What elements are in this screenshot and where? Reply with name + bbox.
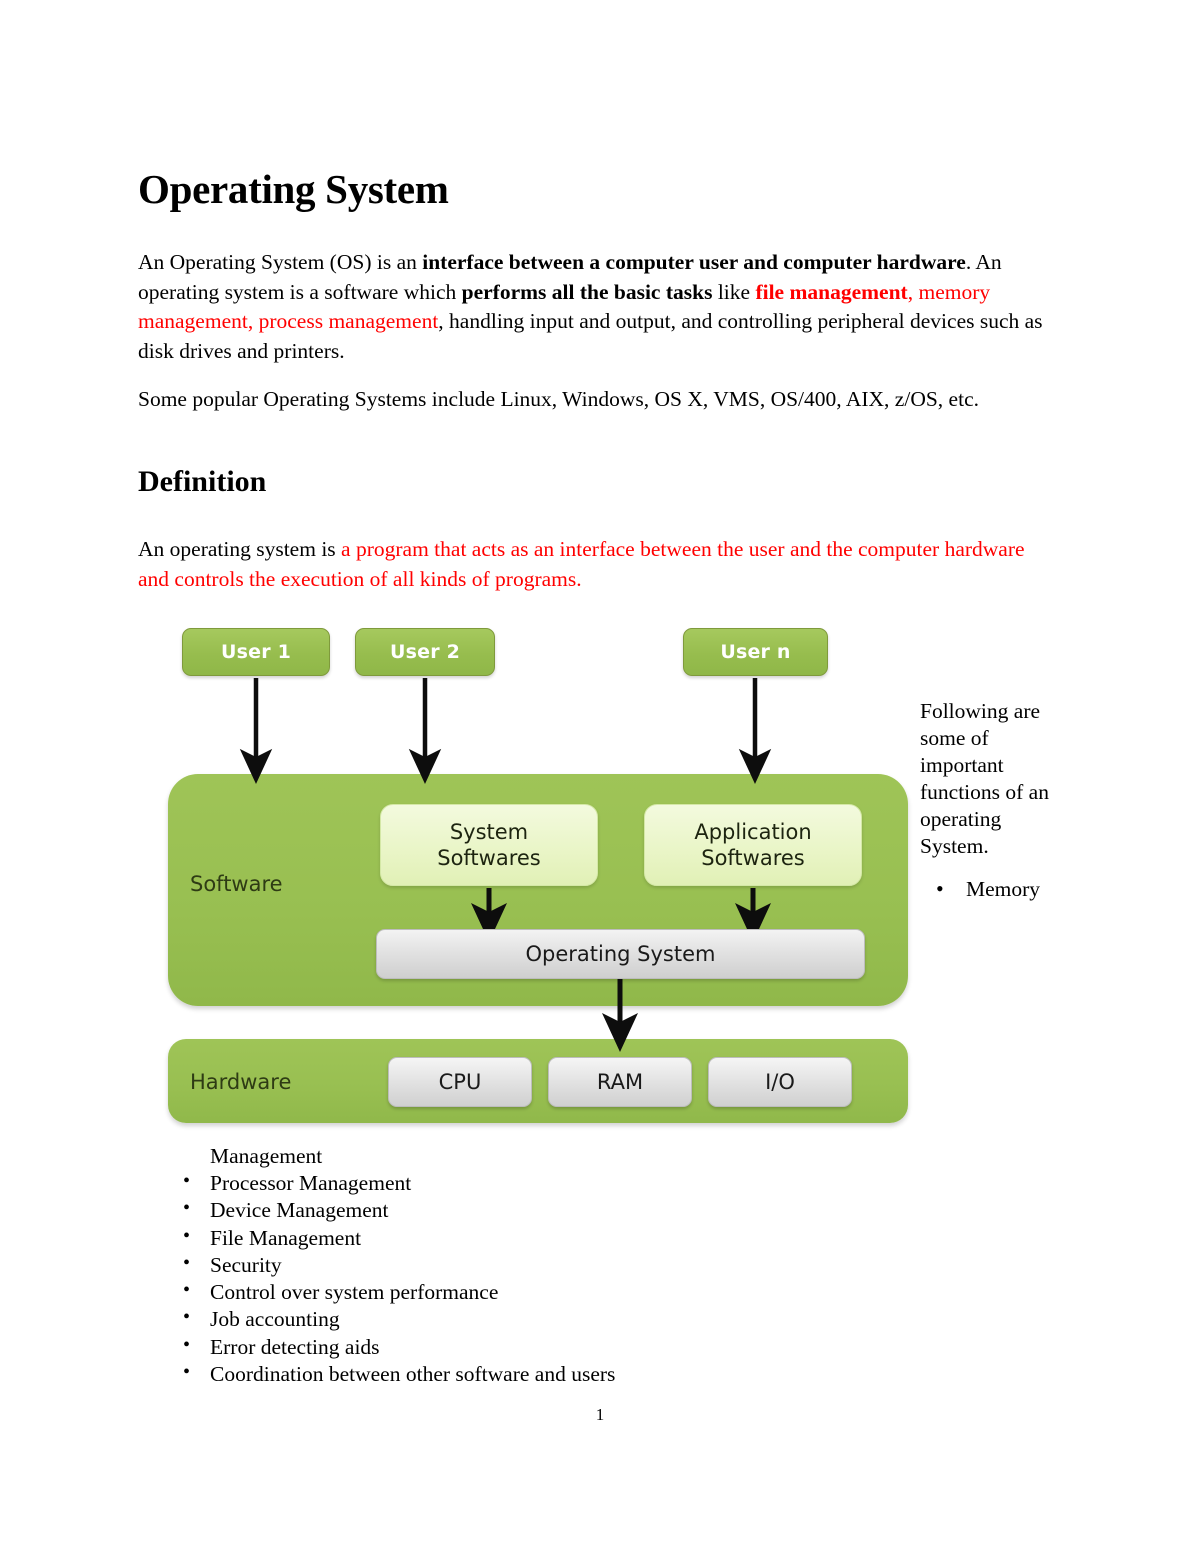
list-item: Job accounting	[183, 1304, 970, 1333]
list-item: Memory	[936, 875, 1068, 903]
page-number: 1	[595, 1405, 605, 1424]
definition-red-text: a program that acts as an interface betw…	[138, 537, 1025, 591]
list-item: Control over system performance	[183, 1277, 970, 1306]
list-item: Security	[183, 1250, 970, 1279]
application-softwares-line-2: Softwares	[701, 846, 805, 870]
diagram-node-user-n: User n	[683, 628, 828, 676]
list-item: Processor Management	[183, 1168, 970, 1197]
diagram-node-cpu: CPU	[388, 1057, 532, 1107]
definition-paragraph: An operating system is a program that ac…	[138, 535, 1028, 594]
list-item: File Management	[183, 1223, 970, 1252]
diagram-node-user-1: User 1	[182, 628, 330, 676]
intro-seg-3: . An operating system is a software whic…	[138, 250, 1002, 304]
side-note-text: Following are some of important function…	[920, 699, 1049, 858]
list-item: Device Management	[183, 1195, 970, 1224]
diagram-node-io: I/O	[708, 1057, 852, 1107]
intro-red: , memory management, process management	[138, 279, 991, 334]
functions-list-continuation: Management	[210, 1144, 323, 1168]
intro-bold-1: interface between a computer user and co…	[422, 250, 966, 274]
diagram-node-user-2: User 2	[355, 628, 495, 676]
os-architecture-diagram: User 1 User 2 User n Software System Sof…	[150, 614, 910, 1134]
system-softwares-line-1: System	[449, 820, 529, 844]
application-softwares-line-1: Application	[694, 820, 812, 844]
functions-bullet-list: Processor Management Device Management F…	[183, 1168, 970, 1388]
diagram-node-system-softwares: System Softwares	[380, 804, 598, 886]
diagram-label-hardware: Hardware	[190, 1070, 292, 1094]
intro-red-bold: file management	[755, 279, 908, 304]
diagram-node-ram: RAM	[548, 1057, 692, 1107]
intro-bold-2: performs all the basic tasks	[461, 279, 713, 304]
intro-seg-1: An Operating System (OS) is an	[138, 250, 423, 274]
diagram-label-software: Software	[190, 872, 283, 896]
popular-systems-paragraph: Some popular Operating Systems include L…	[138, 387, 979, 411]
list-item: Error detecting aids	[183, 1332, 970, 1361]
intro-seg-8: , handling input and output, and control…	[138, 309, 1043, 363]
definition-lead: An operating system is	[138, 537, 342, 561]
side-note-column: Following are some of important function…	[920, 698, 1068, 903]
intro-seg-5: like	[712, 279, 756, 304]
page-title: Operating System	[138, 166, 449, 212]
diagram-node-application-softwares: Application Softwares	[644, 804, 862, 886]
system-softwares-line-2: Softwares	[437, 846, 541, 870]
list-item: Coordination between other software and …	[183, 1359, 970, 1388]
diagram-node-operating-system: Operating System	[376, 929, 865, 979]
intro-paragraph: An Operating System (OS) is an interface…	[138, 248, 1068, 366]
side-note-bullet-list: Memory	[920, 875, 1068, 903]
definition-heading: Definition	[138, 465, 267, 498]
